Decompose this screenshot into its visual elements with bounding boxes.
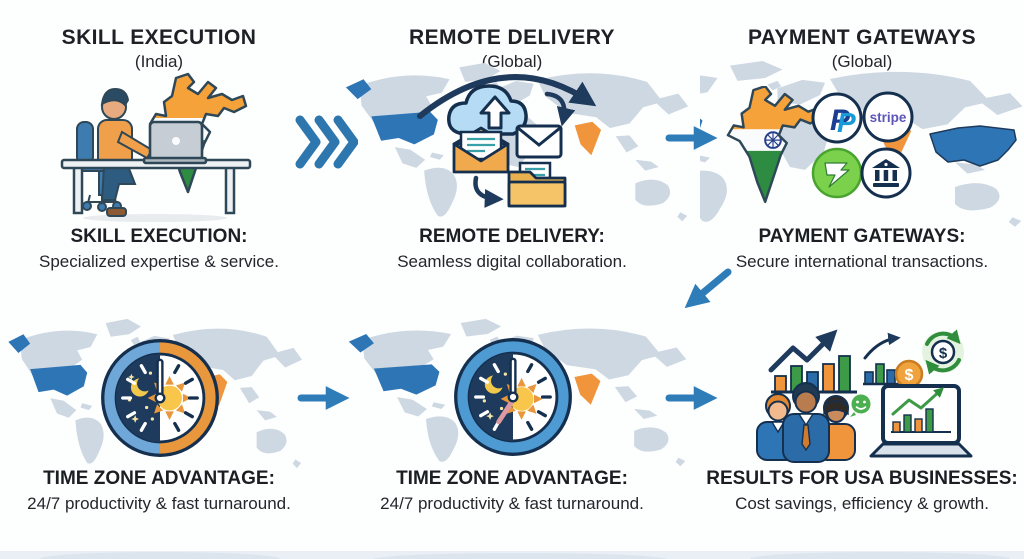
svg-text:P: P [837, 107, 856, 138]
panel-title: SKILL EXECUTION [61, 26, 257, 49]
wise-icon [811, 147, 863, 199]
caption-text: Secure international transactions. [735, 251, 989, 271]
open-envelope-icon [452, 126, 510, 174]
curved-arrow-small-icon [544, 91, 576, 127]
team-icon [756, 382, 856, 463]
caption-text: 24/7 productivity & fast turnaround. [27, 493, 291, 513]
panel-subtitle: (Global) [831, 52, 893, 71]
curved-arrow-small-icon [473, 175, 504, 208]
shadow [83, 214, 227, 222]
paypal-icon: P P [811, 92, 863, 144]
svg-text:P: P [830, 104, 851, 137]
caption-text: Specialized expertise & service. [38, 251, 279, 271]
business-results-illustration: $ $ [756, 329, 973, 463]
stripe-icon: stripe [862, 91, 914, 143]
clock-day-night-icon [101, 339, 219, 457]
payment-logos: P P stripe [811, 91, 914, 199]
trend-arrow-icon [863, 332, 901, 360]
panel-subtitle: (India) [134, 52, 184, 71]
caption-text: 24/7 productivity & fast turnaround. [380, 493, 644, 513]
caption-title: REMOTE DELIVERY: [419, 226, 605, 247]
caption-text: Seamless digital collaboration. [397, 251, 627, 271]
stars [482, 372, 507, 420]
currency-cycle-icon: $ [922, 329, 964, 375]
caption-title: RESULTS FOR USA BUSINESSES: [706, 468, 1018, 489]
arrow-down-left-icon [684, 268, 732, 309]
usa-map [929, 125, 1017, 167]
panel-caption: RESULTS FOR USA BUSINESSES: Cost savings… [700, 467, 1024, 514]
sun-icon [500, 377, 543, 420]
panel-caption: SKILL EXECUTION: Specialized expertise &… [0, 225, 318, 272]
panel-time-zone-1: TIME ZONE ADVANTAGE: 24/7 productivity &… [0, 285, 318, 559]
clock-ticks [121, 364, 147, 432]
caption-text: Cost savings, efficiency & growth. [735, 493, 989, 513]
panel-caption: TIME ZONE ADVANTAGE: 24/7 productivity &… [0, 467, 318, 514]
smiley-icon [850, 394, 871, 417]
svg-text:$: $ [905, 367, 914, 384]
worker-person [97, 87, 137, 217]
panel-skill-execution: SKILL EXECUTION (India) [0, 0, 318, 280]
clock-hour-hand [496, 397, 516, 425]
caption-title: PAYMENT GATEWAYS: [758, 226, 966, 247]
caption-title: SKILL EXECUTION: [70, 226, 248, 247]
bottom-map-strip [0, 551, 1024, 559]
panel-time-zone-2: TIME ZONE ADVANTAGE: 24/7 productivity &… [330, 285, 694, 559]
arrow-right-icon [665, 126, 718, 150]
arrow-right-icon [665, 386, 718, 410]
clock-hand [509, 357, 517, 399]
clock-ticks [173, 364, 199, 432]
caption-title: TIME ZONE ADVANTAGE: [43, 468, 275, 489]
panel-payment-gateways: PAYMENT GATEWAYS (Global) P P stripe [700, 0, 1024, 280]
moon-icon [484, 373, 507, 394]
arrow-right-icon [297, 386, 350, 410]
person-at-desk-illustration [60, 72, 252, 222]
growth-arrow-icon [768, 329, 838, 373]
chevron-right-icon [295, 115, 358, 169]
caption-title: TIME ZONE ADVANTAGE: [396, 468, 628, 489]
curved-arrow-icon [417, 74, 597, 119]
laptop-icon [142, 120, 208, 165]
svg-text:$: $ [939, 345, 948, 362]
panel-caption: TIME ZONE ADVANTAGE: 24/7 productivity &… [330, 467, 694, 514]
panel-caption: PAYMENT GATEWAYS: Secure international t… [700, 225, 1024, 272]
coin-icon: $ [894, 359, 924, 389]
remote-delivery-icons [417, 74, 597, 208]
panel-caption: REMOTE DELIVERY: Seamless digital collab… [330, 225, 694, 272]
panel-title: PAYMENT GATEWAYS [747, 26, 977, 49]
clock-hand [156, 358, 164, 400]
india-flag-map [726, 86, 822, 204]
clock-ticks [526, 363, 552, 431]
panel-subtitle: (Global) [481, 52, 543, 71]
laptop-icon [869, 384, 973, 458]
cloud-upload-icon [447, 84, 528, 136]
panel-remote-delivery: REMOTE DELIVERY (Global) [330, 0, 694, 280]
envelope-icon [515, 124, 563, 159]
panel-results: $ $ [700, 285, 1024, 559]
svg-text:stripe: stripe [870, 110, 907, 125]
folder-icon [507, 161, 567, 208]
panel-title: REMOTE DELIVERY [409, 26, 615, 49]
bank-icon [860, 147, 912, 199]
clock-day-night-icon [454, 338, 572, 456]
